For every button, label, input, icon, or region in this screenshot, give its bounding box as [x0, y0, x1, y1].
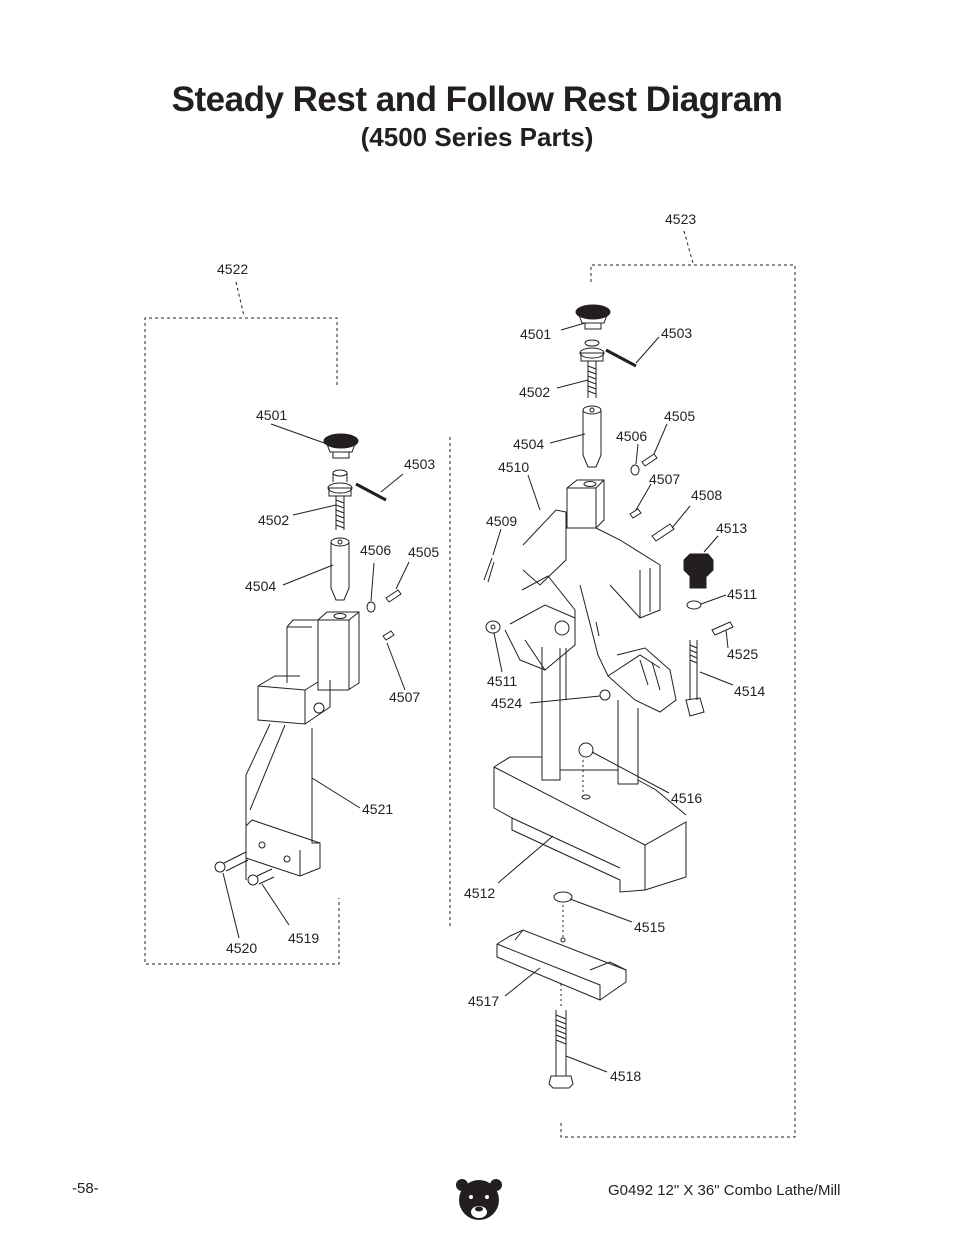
left-group-bracket: [144, 317, 340, 965]
right-label-4511a: 4511: [727, 586, 757, 602]
left-pin-4503: [355, 482, 387, 502]
right-screw-4525: [711, 621, 734, 636]
page-number: -58-: [72, 1180, 99, 1197]
left-screw-4520: [214, 851, 249, 873]
right-clamp-4517: [496, 929, 627, 1001]
left-label-4502: 4502: [258, 512, 289, 528]
left-label-4501: 4501: [256, 407, 287, 423]
right-label-4525: 4525: [727, 646, 758, 662]
left-label-4506: 4506: [360, 542, 391, 558]
right-rod-4514: [685, 640, 705, 717]
left-screw-4502: [327, 469, 353, 530]
left-arm-4521: [245, 619, 331, 880]
right-label-4502: 4502: [519, 384, 550, 400]
right-nut-4516: [578, 742, 594, 758]
right-bolt-4518: [548, 984, 574, 1089]
left-knob-4501: [323, 433, 359, 459]
right-base-4512: [493, 647, 687, 893]
left-label-4507: 4507: [389, 689, 420, 705]
left-label-4519: 4519: [288, 930, 319, 946]
right-group-leader: [683, 230, 694, 264]
right-washer-4515: [553, 891, 573, 903]
right-label-4511b: 4511: [487, 673, 517, 689]
right-pin-4503: [605, 348, 637, 368]
left-screw-4507: [382, 630, 395, 641]
document-title: G0492 12" X 36" Combo Lathe/Mill: [608, 1182, 841, 1199]
right-label-4514: 4514: [734, 683, 765, 699]
left-nut-4506: [366, 601, 376, 613]
right-group-label: 4523: [665, 211, 696, 227]
left-screw-4505: [385, 589, 402, 603]
right-tip-4504: [582, 405, 602, 468]
right-group-bracket: [560, 264, 796, 1138]
right-label-4524: 4524: [491, 695, 522, 711]
left-label-4505: 4505: [408, 544, 439, 560]
right-washer-4511b: [485, 620, 501, 634]
right-cap-4513: [683, 553, 714, 589]
right-label-4517: 4517: [468, 993, 499, 1009]
right-label-4513: 4513: [716, 520, 747, 536]
right-label-4509: 4509: [486, 513, 517, 529]
page-title: Steady Rest and Follow Rest Diagram: [171, 80, 783, 119]
right-label-4503: 4503: [661, 325, 692, 341]
right-label-4506: 4506: [616, 428, 647, 444]
left-screw-4519: [247, 868, 275, 886]
right-frame-4510: [504, 479, 677, 713]
right-washer-4511: [686, 600, 702, 610]
left-tip-4504: [330, 537, 350, 601]
right-label-4501: 4501: [520, 326, 551, 342]
left-label-4503: 4503: [404, 456, 435, 472]
left-label-4521: 4521: [362, 801, 393, 817]
right-label-4508: 4508: [691, 487, 722, 503]
left-group-label: 4522: [217, 261, 248, 277]
left-label-4520: 4520: [226, 940, 257, 956]
bear-head-logo-icon: [456, 1179, 502, 1220]
right-label-4518: 4518: [610, 1068, 641, 1084]
right-label-4510: 4510: [498, 459, 529, 475]
right-label-4505: 4505: [664, 408, 695, 424]
right-label-4512: 4512: [464, 885, 495, 901]
right-screw-4505: [641, 453, 658, 467]
right-nut-4506: [630, 464, 640, 476]
right-screw-4502: [579, 339, 605, 398]
right-label-4516: 4516: [671, 790, 702, 806]
right-label-4515: 4515: [634, 919, 665, 935]
right-pin-4509: [483, 557, 495, 583]
right-knob-4501: [575, 304, 611, 330]
left-bracket-block: [317, 611, 360, 691]
left-group-leader: [235, 281, 245, 317]
right-label-4507: 4507: [649, 471, 680, 487]
right-screw-4507: [629, 508, 642, 519]
right-screw-4508: [651, 523, 675, 542]
right-label-4504: 4504: [513, 436, 544, 452]
left-label-4504: 4504: [245, 578, 276, 594]
page-subtitle: (4500 Series Parts): [360, 122, 594, 152]
